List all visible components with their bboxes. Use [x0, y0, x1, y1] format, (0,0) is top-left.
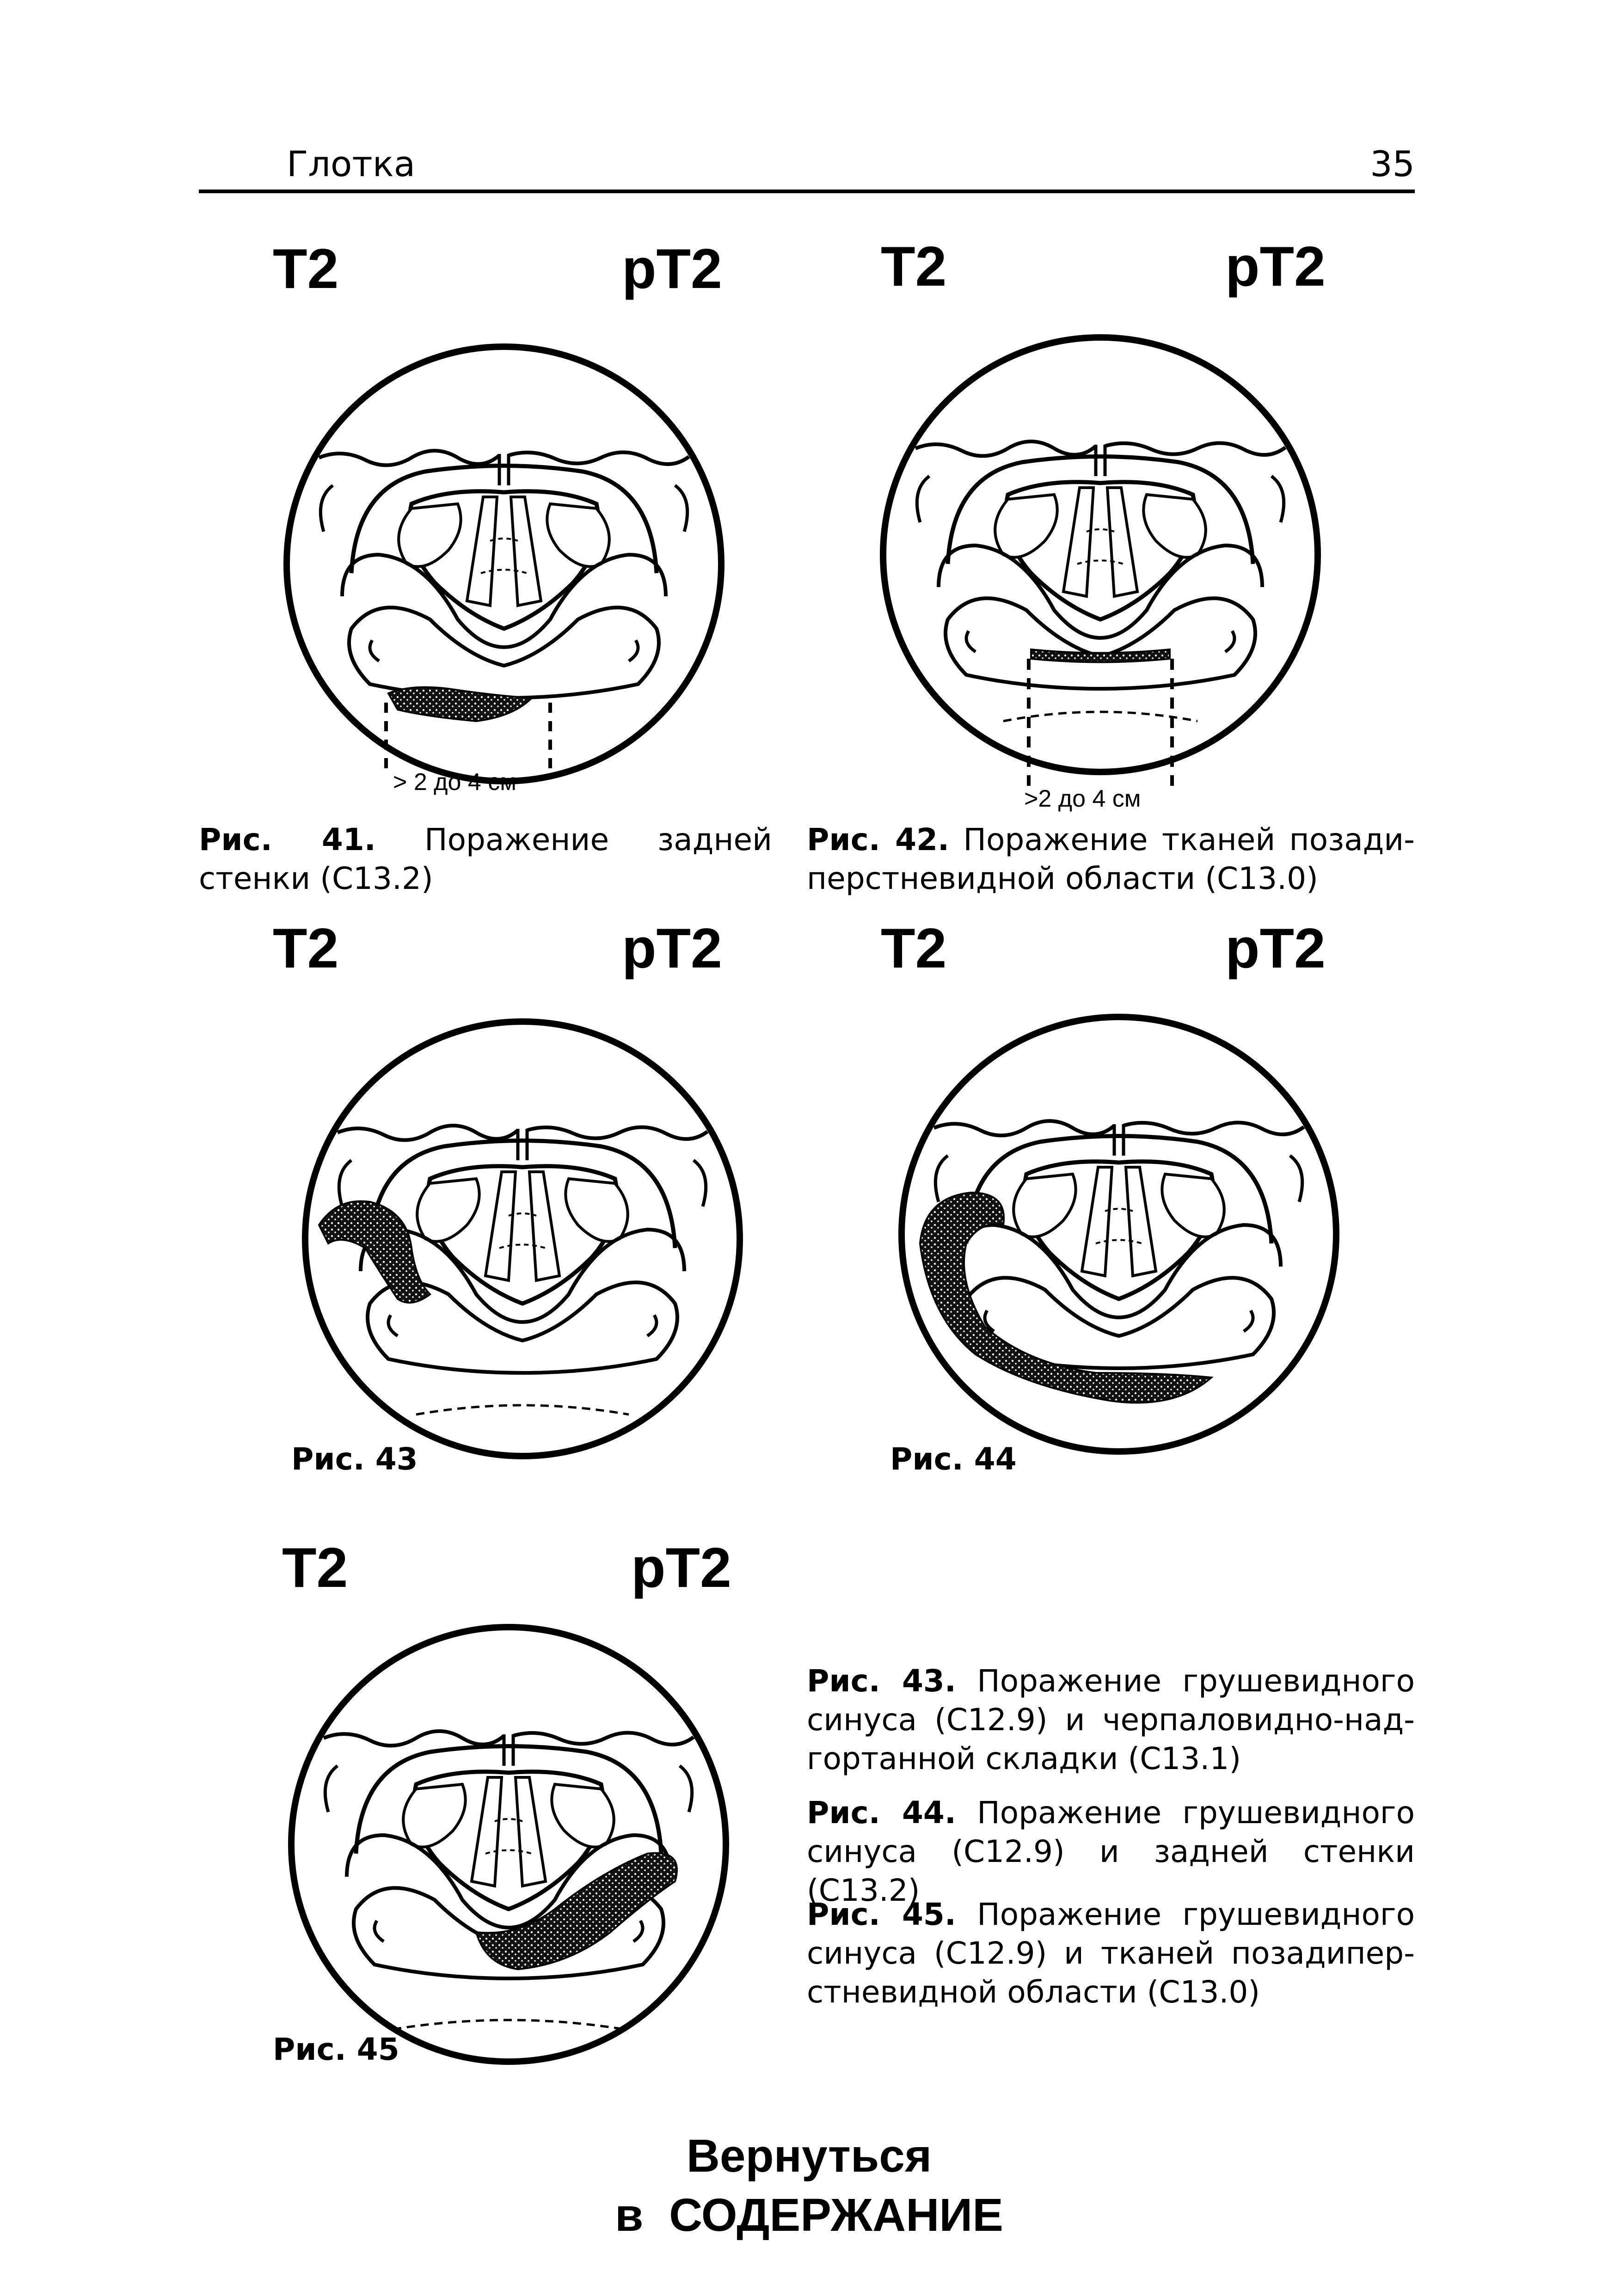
- fig42-larynx-diagram: [869, 324, 1332, 786]
- fig45-short-label: Рис. 45: [273, 2032, 399, 2067]
- fig43-short-label: Рис. 43: [291, 1441, 418, 1477]
- fig42-pt-label: pT2: [1225, 235, 1326, 298]
- fig41-caption: Рис. 41. Поражение задней стенки (C13.2): [199, 820, 772, 898]
- fig45-t-label: T2: [282, 1536, 348, 1599]
- fig43-pt-label: pT2: [622, 917, 722, 980]
- fig45-caption-label: Рис. 45.: [807, 1897, 956, 1932]
- fig45-caption: Рис. 45. Поражение грушевидного синуса (…: [807, 1895, 1415, 2012]
- fig42-caption: Рис. 42. Поражение тканей позади­перстне…: [807, 820, 1415, 898]
- fig43-caption-label: Рис. 43.: [807, 1663, 956, 1699]
- fig41-measure-label: > 2 до 4 см: [393, 769, 517, 796]
- fig45-larynx-diagram: [277, 1613, 740, 2076]
- fig41-caption-label: Рис. 41.: [199, 822, 376, 857]
- fig45-pt-label: pT2: [631, 1536, 731, 1599]
- fig44-caption: Рис. 44. Поражение грушевидного синуса (…: [807, 1794, 1415, 1910]
- fig44-short-label: Рис. 44: [890, 1441, 1017, 1477]
- fig45-caption-text: Поражение грушевидного синуса (C12.9) и …: [807, 1897, 1415, 2010]
- back-link-line2: в СОДЕРЖАНИЕ: [509, 2186, 1110, 2245]
- fig44-caption-text: Поражение грушевидного синуса (C12.9) и …: [807, 1795, 1415, 1908]
- fig43-caption-text: Поражение грушевидного синуса (C12.9) и …: [807, 1663, 1415, 1776]
- back-link-prefix: в: [615, 2189, 644, 2241]
- fig41-t-label: T2: [273, 237, 339, 300]
- back-to-contents-link[interactable]: Вернуться в СОДЕРЖАНИЕ: [509, 2126, 1110, 2245]
- page-number: 35: [1370, 143, 1415, 184]
- fig41-caption-text: Поражение задней стенки (C13.2): [199, 822, 772, 896]
- fig41-pt-label: pT2: [622, 237, 722, 300]
- section-title: Глотка: [287, 143, 416, 184]
- fig41-larynx-diagram: [273, 333, 735, 795]
- fig43-larynx-diagram: [291, 1008, 754, 1470]
- back-link-line1: Вернуться: [686, 2130, 932, 2182]
- fig43-t-label: T2: [273, 917, 339, 980]
- fig42-caption-text: Поражение тканей позади­перстневидной об…: [807, 822, 1415, 896]
- fig44-caption-label: Рис. 44.: [807, 1795, 956, 1831]
- fig44-t-label: T2: [881, 917, 947, 980]
- fig42-measure-label: >2 до 4 см: [1024, 785, 1141, 812]
- back-link-main: СОДЕРЖАНИЕ: [669, 2189, 1003, 2241]
- fig44-pt-label: pT2: [1225, 917, 1326, 980]
- fig42-caption-label: Рис. 42.: [807, 822, 950, 857]
- fig44-larynx-diagram: [888, 1003, 1350, 1465]
- running-head: Глотка 35: [199, 139, 1415, 193]
- fig42-t-label: T2: [881, 235, 947, 298]
- fig43-caption: Рис. 43. Поражение грушевидного синуса (…: [807, 1662, 1415, 1778]
